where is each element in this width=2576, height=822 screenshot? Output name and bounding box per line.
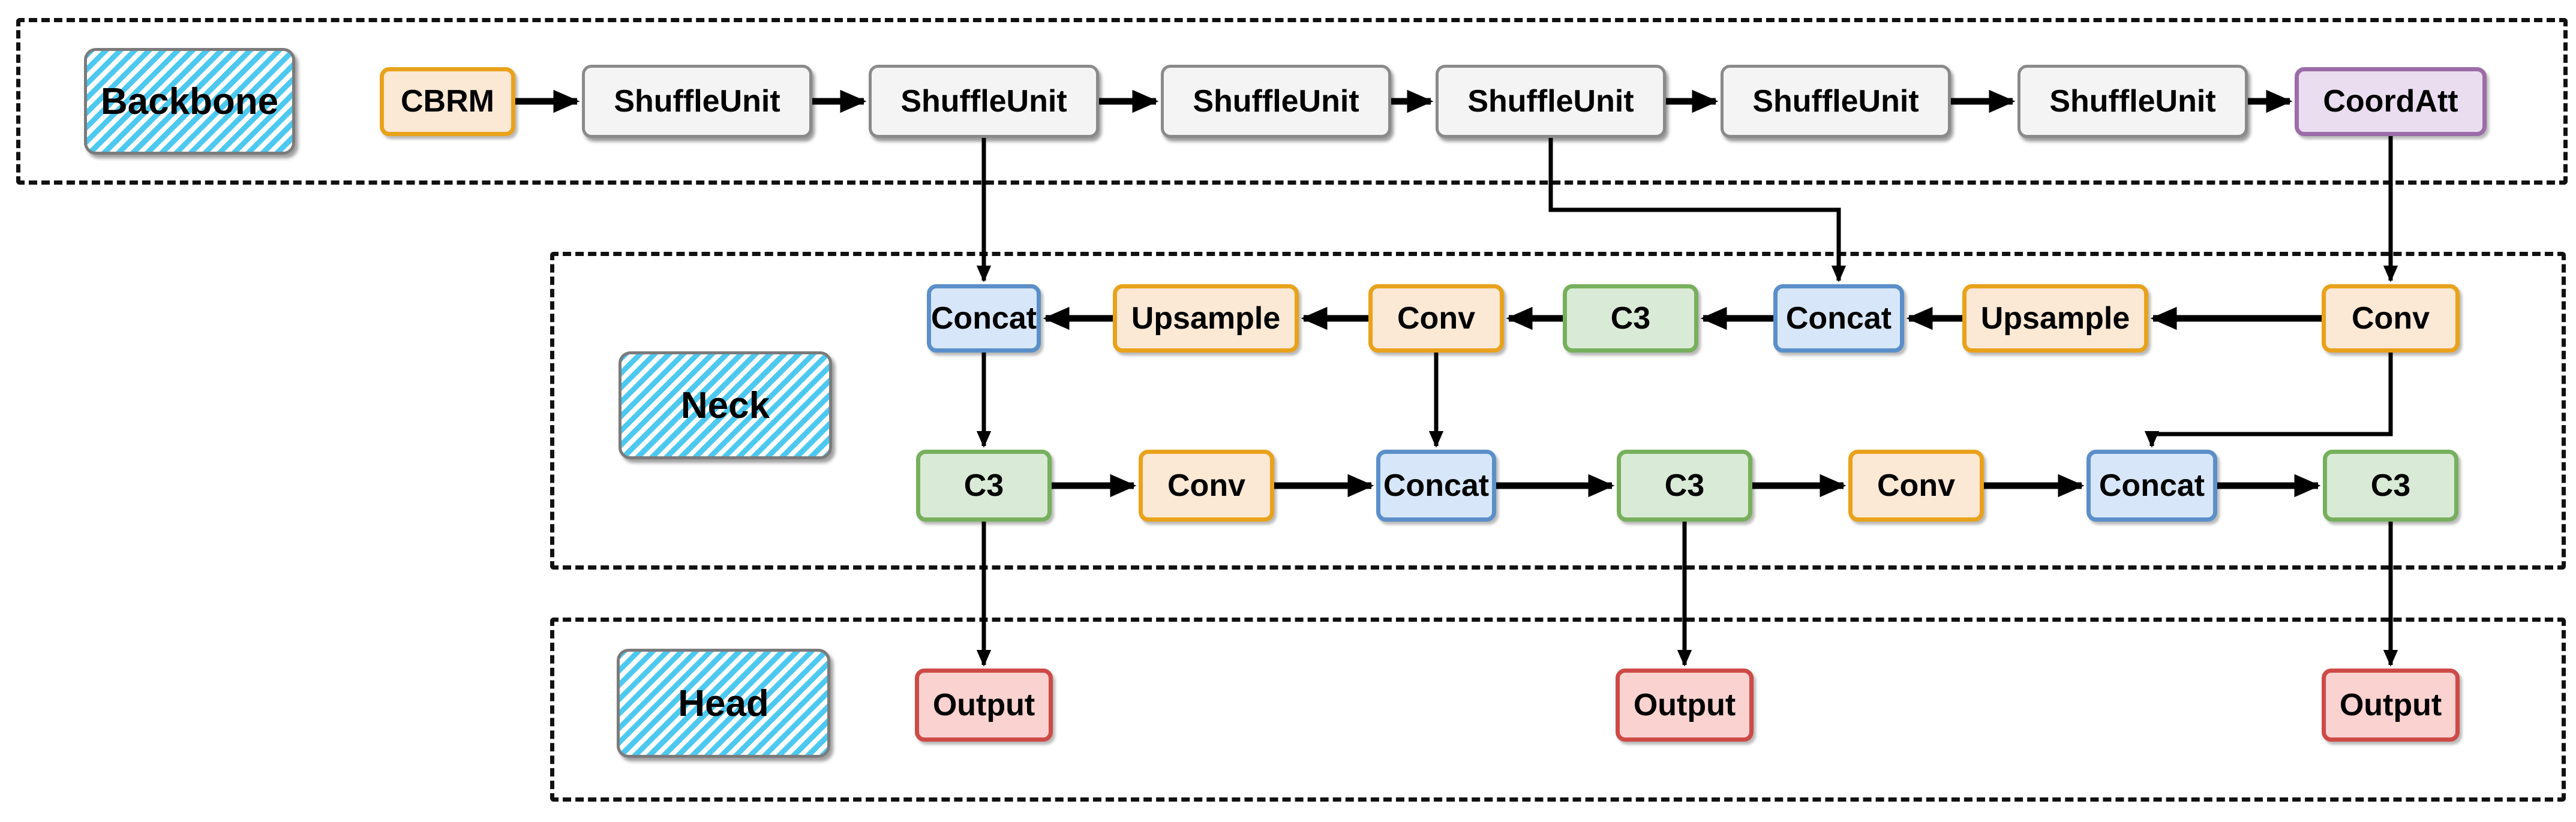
node-c3_3: C3 — [2323, 450, 2458, 522]
node-cbrm: CBRM — [380, 67, 515, 136]
node-out_2: Output — [1616, 669, 1754, 742]
node-su6: ShuffleUnit — [2017, 65, 2248, 138]
head-section-box — [550, 618, 2566, 802]
node-c3_c: C3 — [1563, 284, 1698, 353]
backbone-label-text: Backbone — [100, 80, 279, 122]
node-out_1: Output — [915, 669, 1053, 742]
head-label: Head — [617, 649, 830, 758]
node-upsample_2: Upsample — [1962, 284, 2148, 353]
node-su3: ShuffleUnit — [1161, 65, 1391, 138]
node-conv_e: Conv — [2322, 284, 2460, 353]
node-su2: ShuffleUnit — [869, 65, 1099, 138]
node-concat_d: Concat — [1773, 284, 1904, 353]
node-coordatt: CoordAtt — [2295, 67, 2487, 136]
neck-label: Neck — [619, 351, 832, 459]
node-conv_b: Conv — [1368, 284, 1504, 353]
node-conv_1: Conv — [1139, 450, 1274, 522]
node-out_3: Output — [2322, 669, 2460, 742]
backbone-section-box — [16, 18, 2568, 185]
backbone-label: Backbone — [84, 48, 295, 155]
node-c3_1: C3 — [916, 450, 1052, 522]
node-c3_2: C3 — [1617, 450, 1752, 522]
node-concat_1: Concat — [1376, 450, 1496, 522]
node-upsample_1: Upsample — [1113, 284, 1299, 353]
node-conv_2: Conv — [1848, 450, 1984, 522]
neck-label-text: Neck — [680, 384, 770, 426]
node-su4: ShuffleUnit — [1436, 65, 1666, 138]
node-concat_a: Concat — [927, 284, 1041, 353]
node-su1: ShuffleUnit — [582, 65, 812, 138]
head-label-text: Head — [678, 682, 769, 724]
node-concat_2: Concat — [2086, 450, 2217, 522]
node-su5: ShuffleUnit — [1721, 65, 1951, 138]
neck-section-box — [550, 252, 2566, 570]
